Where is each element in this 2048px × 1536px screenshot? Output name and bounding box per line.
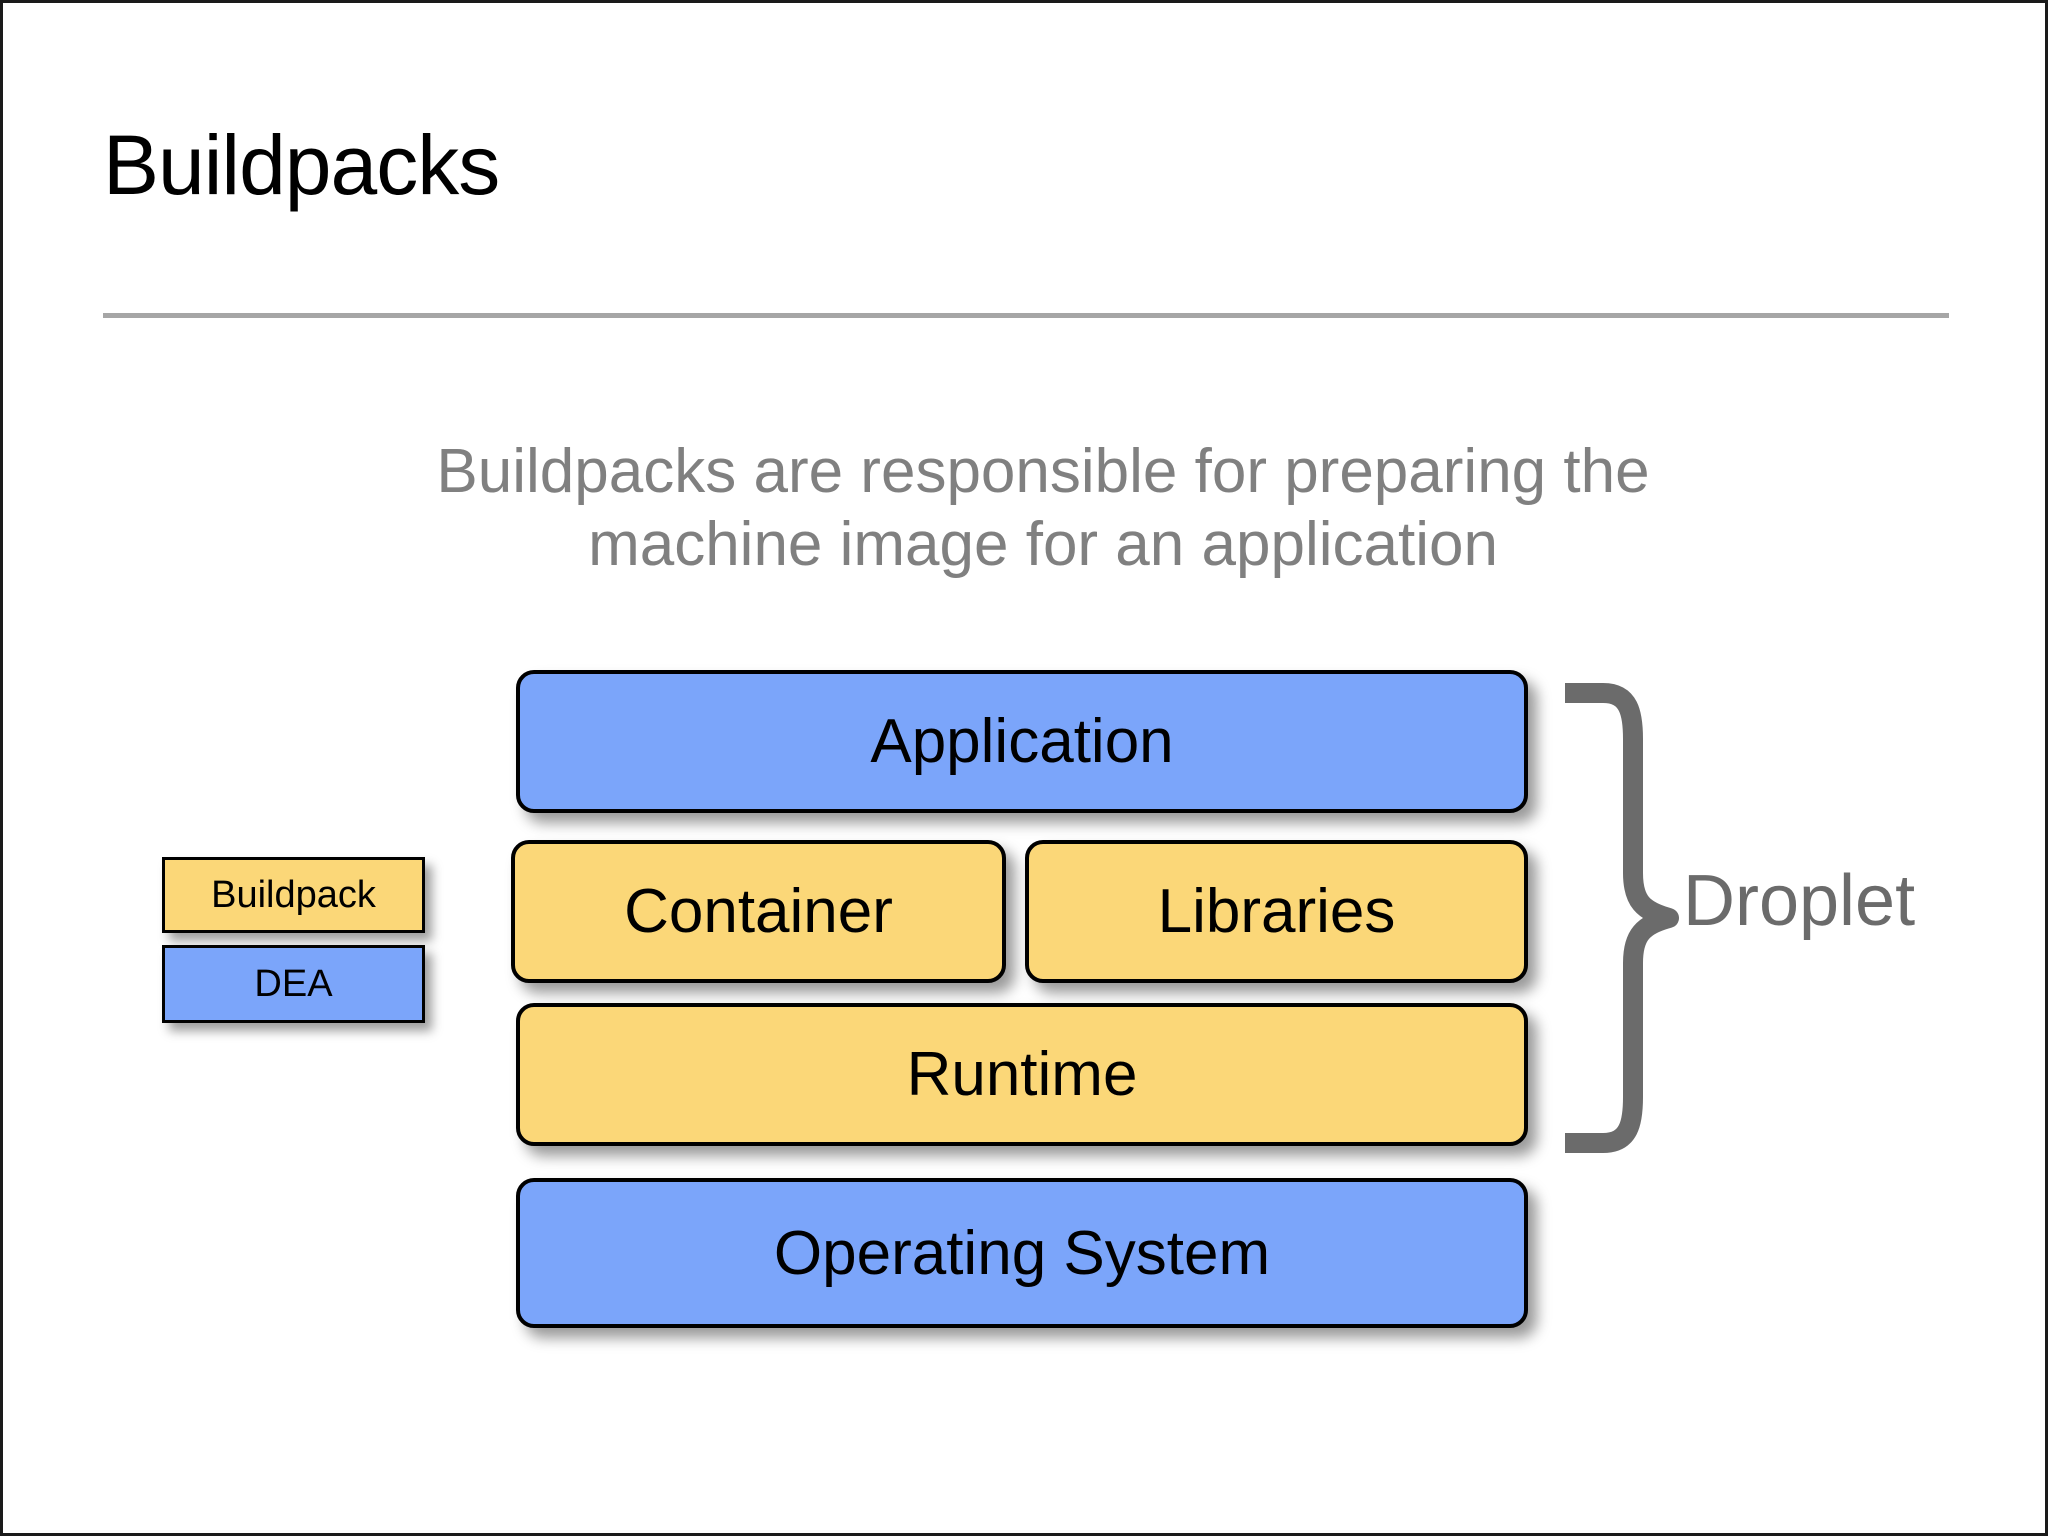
legend-item-buildpack-label: Buildpack (211, 873, 376, 916)
legend: Buildpack DEA (162, 857, 425, 1023)
stack-row-libraries-label: Libraries (1157, 877, 1396, 946)
droplet-label: Droplet (1683, 861, 1916, 941)
stack-row-container: Container (511, 840, 1006, 983)
title-divider (103, 313, 1949, 318)
stack-row-runtime: Runtime (516, 1003, 1528, 1146)
legend-item-buildpack: Buildpack (162, 857, 425, 933)
legend-item-dea: DEA (162, 945, 425, 1023)
stack-row-application-label: Application (870, 707, 1174, 776)
stack-row-container-label: Container (624, 877, 893, 946)
stack-row-runtime-label: Runtime (906, 1040, 1138, 1109)
stack-row-application: Application (516, 670, 1528, 813)
page-title: Buildpacks (103, 118, 500, 212)
stack-row-libraries: Libraries (1025, 840, 1528, 983)
stack-row-operating-system-label: Operating System (773, 1218, 1271, 1288)
curly-brace-icon (1565, 683, 1679, 1153)
stack-row-operating-system: Operating System (516, 1178, 1528, 1328)
subtitle-line-1: Buildpacks are responsible for preparing… (436, 437, 1650, 506)
legend-item-dea-label: DEA (254, 962, 333, 1005)
subtitle: Buildpacks are responsible for preparing… (343, 435, 1743, 581)
subtitle-line-2: machine image for an application (588, 510, 1498, 580)
